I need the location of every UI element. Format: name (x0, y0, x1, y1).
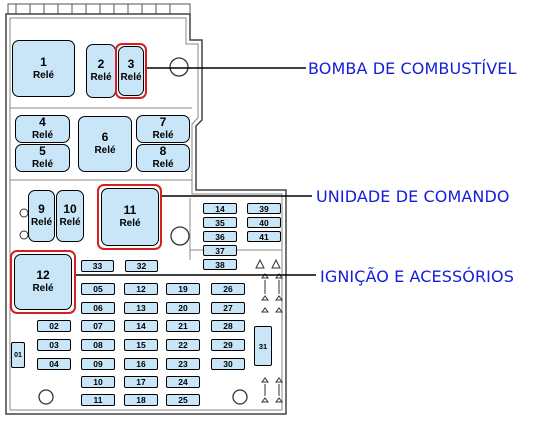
relay-number: 3 (127, 57, 135, 72)
fuse-14-upper: 14 (203, 203, 237, 214)
relay-label: Relé (94, 145, 116, 157)
fuse-02: 02 (37, 320, 71, 332)
fuse-06: 06 (81, 302, 115, 314)
relay-label: Relé (59, 217, 81, 229)
fuse-18: 18 (124, 394, 158, 406)
fuse-23: 23 (166, 358, 200, 370)
relay-11: 11 Relé (101, 188, 159, 246)
fuse-31: 31 (254, 326, 272, 366)
callout-fuel-pump: BOMBA DE COMBUSTÍVEL (308, 59, 517, 78)
fuse-26: 26 (211, 283, 245, 295)
fuse-03: 03 (37, 339, 71, 351)
relay-label: Relé (31, 130, 54, 142)
fuse-01: 01 (11, 342, 25, 368)
fuse-40: 40 (247, 217, 281, 228)
fuse-27: 27 (211, 302, 245, 314)
highlight-relay-12 (10, 250, 76, 314)
fuse-12: 12 (124, 283, 158, 295)
fuse-13: 13 (124, 302, 158, 314)
fuse-38: 38 (203, 259, 237, 270)
relay-7: 7 Relé (136, 115, 190, 143)
relay-number: 9 (38, 202, 45, 217)
fuse-08: 08 (81, 339, 115, 351)
fuse-07: 07 (81, 320, 115, 332)
fuse-22: 22 (166, 339, 200, 351)
relay-number: 8 (159, 144, 167, 159)
fuse-20: 20 (166, 302, 200, 314)
fuse-10: 10 (81, 376, 115, 388)
relay-number: 6 (101, 130, 109, 145)
relay-5: 5 Relé (15, 144, 70, 172)
fuse-30: 30 (211, 358, 245, 370)
relay-2: 2 Relé (86, 44, 116, 98)
fuse-36: 36 (203, 231, 237, 242)
relay-label: Relé (32, 69, 55, 81)
fuse-29: 29 (211, 339, 245, 351)
relay-label: Relé (152, 159, 174, 171)
relay-9: 9 Relé (28, 190, 55, 242)
fuse-25: 25 (166, 394, 200, 406)
fuse-24: 24 (166, 376, 200, 388)
relay-number: 12 (36, 268, 50, 283)
fuse-32: 32 (125, 260, 158, 272)
fuse-21: 21 (166, 320, 200, 332)
callout-ignition: IGNIÇÃO E ACESSÓRIOS (320, 267, 514, 286)
fuse-17: 17 (124, 376, 158, 388)
relay-8: 8 Relé (136, 144, 190, 172)
relay-number: 5 (39, 144, 46, 159)
relay-label: Relé (30, 217, 53, 229)
fuse-41: 41 (247, 231, 281, 242)
relay-number: 7 (159, 115, 167, 130)
relay-label: Relé (31, 159, 54, 171)
relay-number: 1 (40, 54, 47, 69)
fuse-16: 16 (124, 358, 158, 370)
fuse-11: 11 (81, 394, 115, 406)
relay-number: 10 (63, 202, 77, 217)
relay-number: 4 (39, 115, 46, 130)
relay-6: 6 Relé (78, 116, 132, 172)
relay-4: 4 Relé (15, 115, 70, 143)
relay-label: Relé (120, 72, 142, 84)
relay-12: 12 Relé (14, 254, 72, 310)
fuse-19: 19 (166, 283, 200, 295)
relay-number: 2 (97, 57, 105, 72)
relay-3: 3 Relé (118, 46, 144, 96)
fuse-05: 05 (81, 283, 115, 295)
relay-label: Relé (152, 130, 174, 142)
fuse-33: 33 (81, 260, 114, 272)
relay-label: Relé (119, 218, 141, 230)
fuse-09: 09 (81, 358, 115, 370)
relay-label: Relé (32, 283, 54, 295)
fuse-14: 14 (124, 320, 158, 332)
fuse-04: 04 (37, 358, 71, 370)
relay-1: 1 Relé (12, 40, 75, 97)
relay-number: 11 (123, 203, 137, 218)
highlight-relay-11 (97, 184, 162, 250)
fuse-15: 15 (124, 339, 158, 351)
fuse-37: 37 (203, 245, 237, 256)
relay-10: 10 Relé (56, 190, 84, 242)
fuse-28: 28 (211, 320, 245, 332)
fuse-35: 35 (203, 217, 237, 228)
relay-label: Relé (90, 72, 112, 84)
highlight-relay-3 (115, 43, 147, 99)
callout-control-unit: UNIDADE DE COMANDO (316, 187, 510, 206)
fuse-39: 39 (247, 203, 281, 214)
